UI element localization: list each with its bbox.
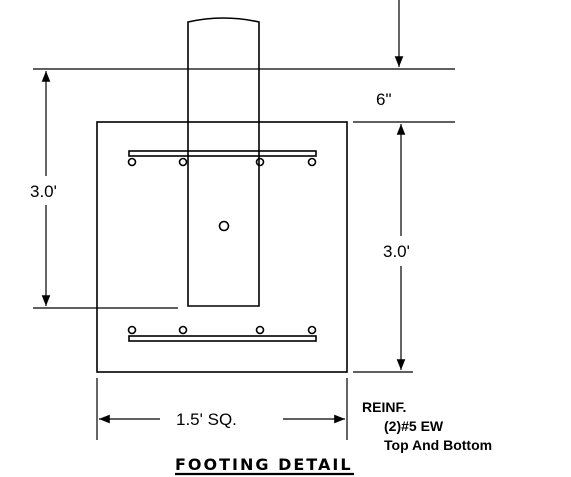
footing-outline <box>96 121 348 373</box>
bottom-rebar-mat <box>127 325 317 342</box>
bottom-rebar-dot <box>127 325 137 335</box>
footing-width-dimension: 1.5' SQ. <box>96 378 348 440</box>
post-embed-height-label: 3.0' <box>30 182 57 201</box>
top-rebar-dot <box>127 157 137 167</box>
footing-width-label: 1.5' SQ. <box>176 410 237 429</box>
bottom-rebar-dot <box>178 325 188 335</box>
reinf-line-1: REINF. <box>362 399 406 415</box>
reinforcement-note: REINF. (2)#5 EW Top And Bottom <box>362 399 492 453</box>
anchor-bolt-hole <box>218 220 230 232</box>
reinf-line-3: Top And Bottom <box>384 437 492 453</box>
embed-dimension: 6" <box>353 0 455 123</box>
top-rebar-dot <box>255 157 265 167</box>
top-rebar-bar <box>128 150 317 157</box>
embed-depth-label: 6" <box>376 90 392 109</box>
bottom-rebar-dot <box>255 325 265 335</box>
title-label: FOOTING DETAIL <box>175 455 353 474</box>
top-rebar-dot <box>307 157 317 167</box>
post <box>187 17 260 307</box>
post-embed-dimension: 3.0' <box>30 71 178 309</box>
footing-depth-dimension: 3.0' <box>353 124 413 373</box>
top-rebar-mat <box>127 150 317 167</box>
drawing-title: FOOTING DETAIL <box>175 455 354 476</box>
reinf-line-2: (2)#5 EW <box>384 418 444 434</box>
top-rebar-dot <box>178 157 188 167</box>
bottom-rebar-dot <box>307 325 317 335</box>
footing-depth-label: 3.0' <box>383 242 410 261</box>
bottom-rebar-bar <box>128 335 317 342</box>
